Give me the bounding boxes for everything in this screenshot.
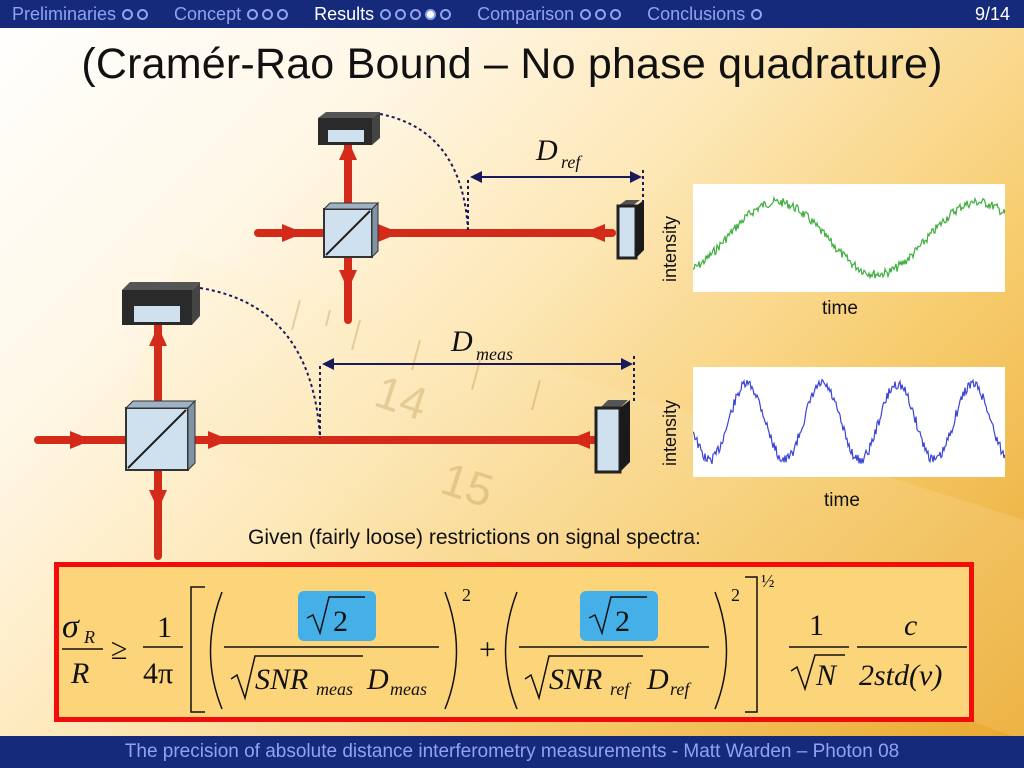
given-restrictions-text: Given (fairly loose) restrictions on sig… <box>248 526 701 549</box>
exponent-2-ref: 2 <box>731 585 740 605</box>
nav-dot-icon[interactable] <box>380 8 392 20</box>
footer-text: The precision of absolute distance inter… <box>124 741 900 762</box>
nav-label: Preliminaries <box>12 4 117 24</box>
nav-section-concept[interactable]: Concept <box>174 0 292 28</box>
d-ref-subscript-eq: ref <box>670 679 692 699</box>
reference-beam-path <box>254 124 616 324</box>
measurement-beamsplitter <box>124 399 197 472</box>
nav-dot-icon[interactable] <box>610 8 622 20</box>
four-pi-denominator: 4π <box>143 657 173 690</box>
reference-signal-plot <box>693 184 1006 292</box>
nav-dot-icon[interactable] <box>262 8 274 20</box>
reference-end-mirror <box>616 200 644 260</box>
d-ref-label: D <box>535 134 558 167</box>
snr-meas-subscript: meas <box>316 679 353 699</box>
nav-dot-icon[interactable] <box>410 8 422 20</box>
c-symbol: c <box>904 609 917 642</box>
nav-section-preliminaries[interactable]: Preliminaries <box>12 0 152 28</box>
one-numerator: 1 <box>157 611 172 644</box>
cramer-rao-equation: σ R R ≥ 1 4π 2 SNR meas D meas 2 + 2 SNR… <box>62 571 967 713</box>
nav-section-results[interactable]: Results <box>314 0 455 28</box>
measurement-signal-trace <box>692 378 1006 465</box>
reference-x-axis-label: time <box>822 298 858 319</box>
R-denominator: R <box>70 657 89 690</box>
page-number: 9/14 <box>974 4 1010 24</box>
footer-bar: The precision of absolute distance inter… <box>0 736 1024 768</box>
snr-meas: SNR <box>255 663 308 696</box>
nav-dot-icon[interactable] <box>580 8 592 20</box>
snr-ref-subscript: ref <box>610 679 632 699</box>
measurement-x-axis-label: time <box>824 490 860 511</box>
nav-label: Conclusions <box>647 4 746 24</box>
nav-section-conclusions[interactable]: Conclusions <box>647 0 766 28</box>
d-meas-symbol: D <box>366 663 389 696</box>
nav-section-comparison[interactable]: Comparison <box>477 0 625 28</box>
n-symbol: N <box>815 659 838 692</box>
two-std-nu: 2std(ν) <box>859 659 942 692</box>
top-navigation-bar: Preliminaries Concept Results Comparison… <box>0 0 1024 28</box>
measurement-top-mirror <box>122 282 200 325</box>
sigma-subscript: R <box>83 627 95 647</box>
measurement-y-axis-label: intensity <box>660 399 680 466</box>
one-over-sqrt-n-numerator: 1 <box>809 609 824 642</box>
reference-beamsplitter <box>322 201 380 259</box>
nav-dot-icon[interactable] <box>247 8 259 20</box>
nav-dot-icon[interactable] <box>122 8 134 20</box>
snr-ref: SNR <box>549 663 602 696</box>
nav-dot-icon[interactable] <box>277 8 289 20</box>
d-ref-subscript: ref <box>561 152 583 172</box>
nav-label: Concept <box>174 4 242 24</box>
plus-symbol: + <box>479 633 496 666</box>
geq-symbol: ≥ <box>111 633 127 666</box>
reference-top-mirror <box>318 112 380 145</box>
nav-label: Comparison <box>477 4 575 24</box>
nav-dot-icon[interactable] <box>440 8 452 20</box>
exponent-2-meas: 2 <box>462 585 471 605</box>
nav-dot-icon[interactable] <box>395 8 407 20</box>
d-meas-label: D <box>450 325 473 358</box>
nav-dot-icon[interactable] <box>595 8 607 20</box>
nav-dot-icon[interactable] <box>751 8 763 20</box>
d-ref-symbol: D <box>646 663 669 696</box>
cramer-rao-equation-box: σ R R ≥ 1 4π 2 SNR meas D meas 2 + 2 SNR… <box>54 562 974 722</box>
measurement-end-mirror <box>594 400 630 474</box>
nav-dot-current-icon[interactable] <box>425 8 437 20</box>
reference-signal-trace <box>693 195 1006 280</box>
d-meas-subscript-eq: meas <box>390 679 427 699</box>
reference-y-axis-label: intensity <box>660 215 680 282</box>
d-meas-subscript: meas <box>476 344 513 364</box>
measurement-signal-plot <box>692 367 1006 477</box>
sqrt2-ref: 2 <box>615 605 630 638</box>
sqrt2-meas: 2 <box>333 605 348 638</box>
exponent-half: ½ <box>761 571 775 591</box>
nav-dot-icon[interactable] <box>137 8 149 20</box>
slide-title: (Cramér-Rao Bound – No phase quadrature) <box>81 40 943 88</box>
nav-label: Results <box>314 4 375 24</box>
sigma-symbol: σ <box>62 608 80 645</box>
